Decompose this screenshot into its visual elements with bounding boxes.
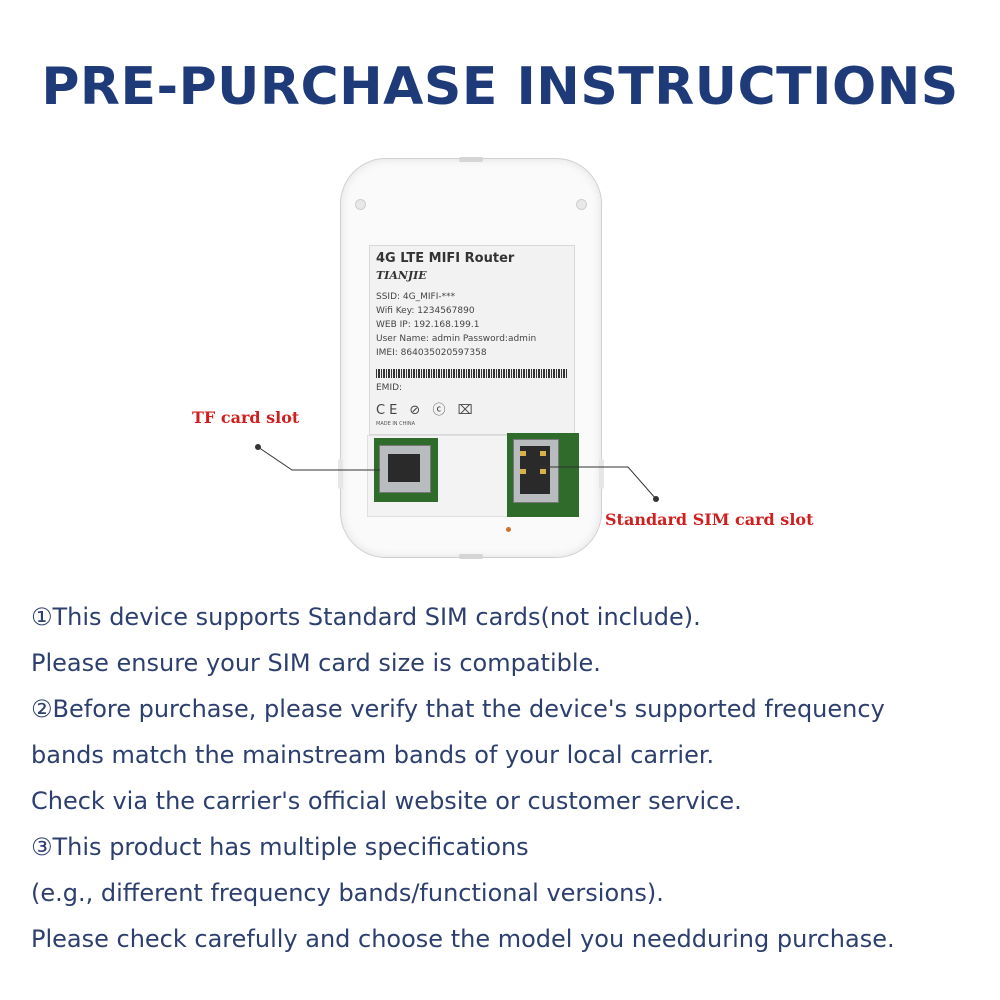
instruction-line: Please ensure your SIM card size is comp… xyxy=(31,649,601,677)
device-notch-top xyxy=(459,157,483,162)
label-title: 4G LTE MIFI Router xyxy=(376,251,515,266)
screw-icon xyxy=(576,199,587,210)
label-ssid: SSID: 4G_MIFI-*** xyxy=(376,292,456,302)
tf-card-slot-callout: TF card slot xyxy=(192,408,300,427)
instructions-list: ①This device supports Standard SIM cards… xyxy=(31,594,981,962)
sim-contact-pad xyxy=(520,451,526,456)
label-made-in: MADE IN CHINA xyxy=(376,421,416,427)
label-user: User Name: admin Password:admin xyxy=(376,334,537,344)
instruction-line: ③This product has multiple specification… xyxy=(31,833,529,861)
instruction-line: Please check carefully and choose the mo… xyxy=(31,925,895,953)
instruction-line: ①This device supports Standard SIM cards… xyxy=(31,603,701,631)
sim-contact-pad xyxy=(540,451,546,456)
barcode-icon xyxy=(376,369,568,378)
screw-icon xyxy=(355,199,366,210)
status-led-icon xyxy=(506,527,511,532)
device-side-button-left xyxy=(338,459,343,489)
label-emid: EMID: xyxy=(376,383,403,393)
instruction-line: (e.g., different frequency bands/functio… xyxy=(31,879,664,907)
sim-contact-pad xyxy=(540,469,546,474)
device-side-button-right xyxy=(599,459,604,489)
router-device-image: 4G LTE MIFI Router TIANJIE SSID: 4G_MIFI… xyxy=(338,157,604,559)
instruction-line: ②Before purchase, please verify that the… xyxy=(31,695,885,723)
label-wifi-key: Wifi Key: 1234567890 xyxy=(376,306,475,316)
instruction-line: Check via the carrier's official website… xyxy=(31,787,742,815)
sim-leader-dot xyxy=(653,496,659,502)
label-imei: IMEI: 864035020597358 xyxy=(376,348,487,358)
device-label-sticker: 4G LTE MIFI Router TIANJIE SSID: 4G_MIFI… xyxy=(369,245,575,435)
label-web-ip: WEB IP: 192.168.199.1 xyxy=(376,320,480,330)
page-title: PRE-PURCHASE INSTRUCTIONS xyxy=(41,57,959,117)
tf-card-slot-icon xyxy=(379,445,431,493)
sim-card-slot-callout: Standard SIM card slot xyxy=(605,510,814,529)
certification-marks-icon: CE ⊘ ⓒ ⌧ xyxy=(376,403,477,418)
label-brand: TIANJIE xyxy=(376,269,427,282)
tf-leader-dot xyxy=(255,444,261,450)
device-notch-bottom xyxy=(459,554,483,559)
instruction-line: bands match the mainstream bands of your… xyxy=(31,741,715,769)
sim-contact-pad xyxy=(520,469,526,474)
